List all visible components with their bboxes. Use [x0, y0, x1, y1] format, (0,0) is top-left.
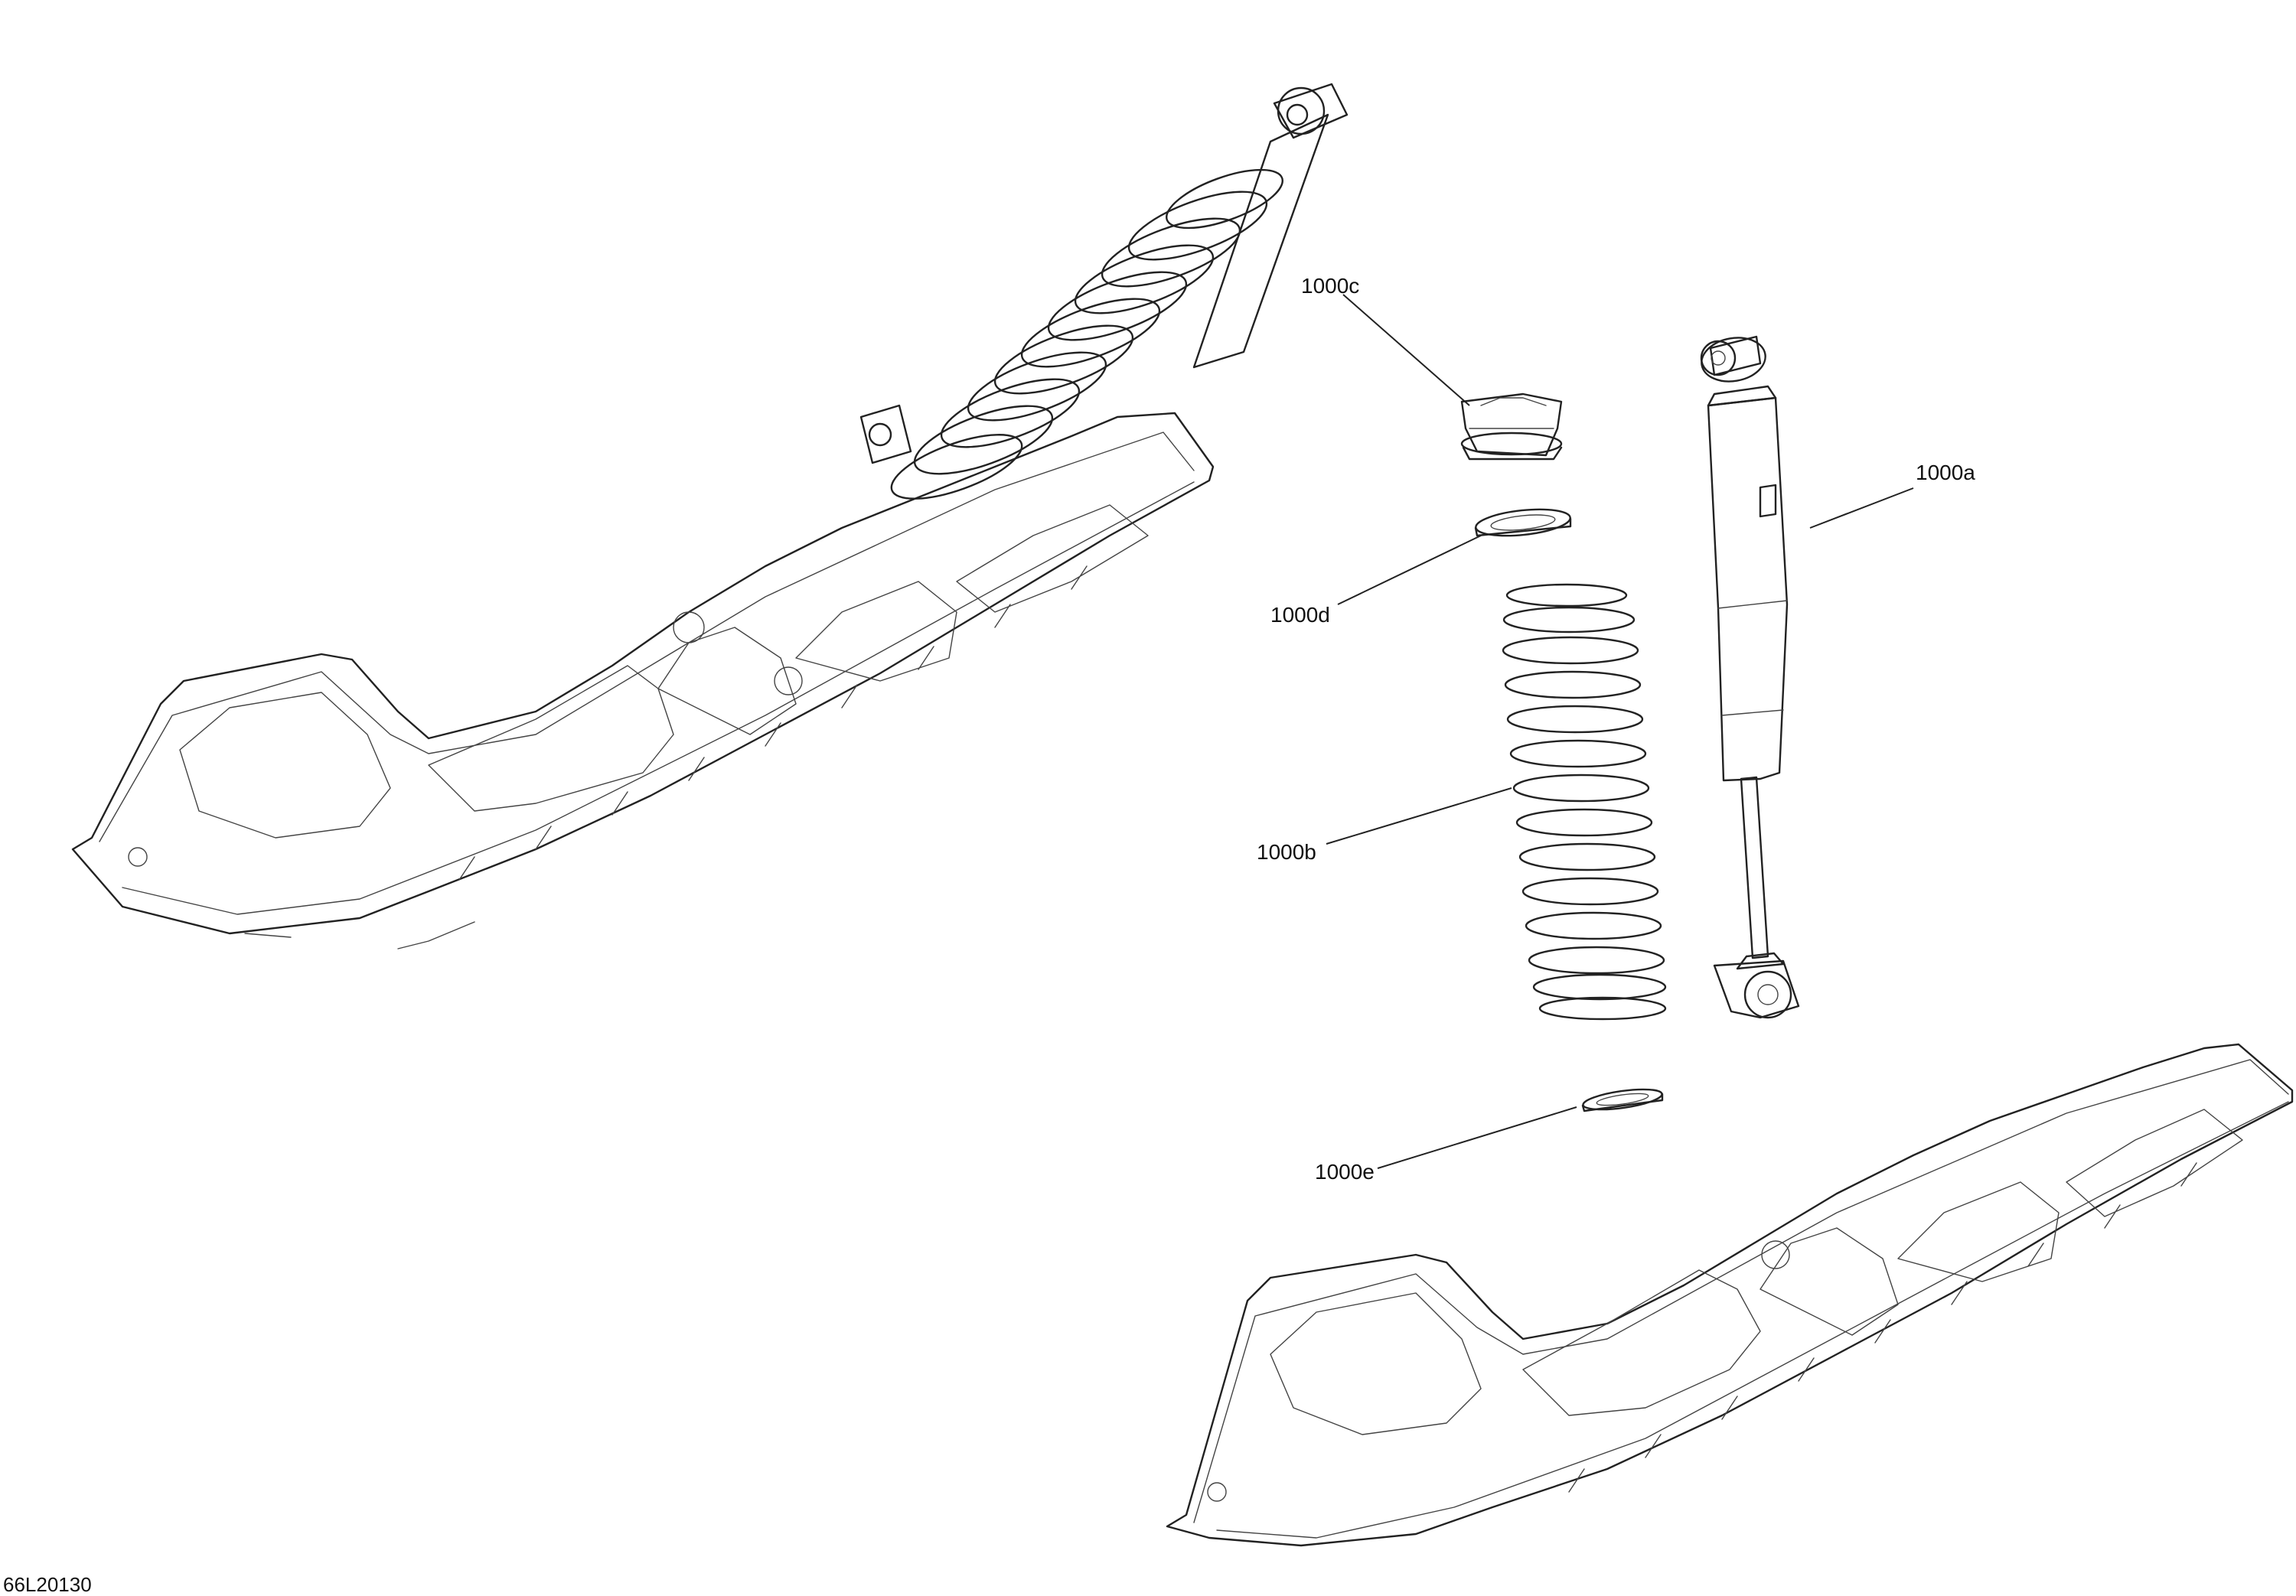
callout-1000a: 1000a: [1916, 461, 1975, 484]
part-1000c-spring-seat: [1460, 392, 1563, 461]
part-1000e-washer: [1581, 1088, 1664, 1112]
leader-1000e: [1377, 1106, 1577, 1169]
callout-1000d: 1000d: [1270, 603, 1330, 627]
callout-1000e: 1000e: [1315, 1160, 1375, 1184]
leader-1000d: [1337, 535, 1482, 605]
part-1000d-washer: [1474, 508, 1572, 537]
ski-bare-right: [1166, 1043, 2294, 1547]
leader-1000c: [1342, 294, 1470, 406]
ski-assembled-left: [71, 412, 1215, 949]
leader-1000b: [1326, 787, 1512, 845]
figure-id: 66L20130: [3, 1573, 92, 1596]
callout-1000c: 1000c: [1301, 274, 1359, 298]
callout-1000b: 1000b: [1257, 840, 1316, 864]
part-1000a-shock-absorber: [1700, 335, 1800, 1019]
part-1000b-coil-spring: [1502, 583, 1667, 1021]
leader-1000a: [1809, 487, 1914, 529]
shock-assembled-left: [859, 83, 1349, 500]
leader-lines: [1326, 294, 1914, 1169]
